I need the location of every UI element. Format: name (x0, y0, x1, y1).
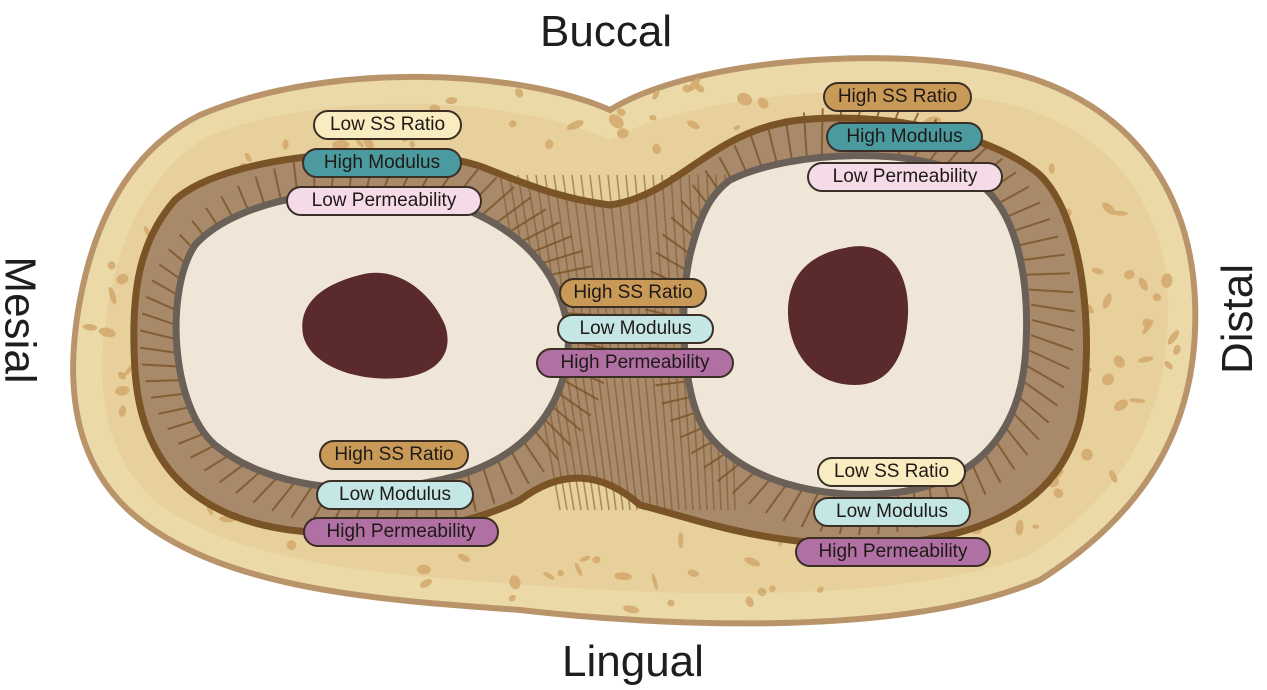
mesial-lingual-permeability-label: High Permeability (303, 517, 499, 547)
interradicular-ss-ratio-label: High SS Ratio (559, 278, 707, 308)
mesial-buccal-modulus-label: High Modulus (302, 148, 462, 178)
interradicular-permeability-label: High Permeability (536, 348, 734, 378)
mesial-buccal-permeability-label: Low Permeability (286, 186, 482, 216)
mesial-lingual-ss-ratio-label: High SS Ratio (319, 440, 469, 470)
buccal-label: Buccal (540, 10, 672, 54)
mesial-buccal-ss-ratio-label: Low SS Ratio (313, 110, 462, 140)
distal-lingual-permeability-label: High Permeability (795, 537, 991, 567)
lingual-label: Lingual (562, 640, 704, 684)
mesial-label: Mesial (0, 256, 42, 383)
mesial-lingual-modulus-label: Low Modulus (316, 480, 474, 510)
distal-buccal-ss-ratio-label: High SS Ratio (823, 82, 972, 112)
distal-buccal-permeability-label: Low Permeability (807, 162, 1003, 192)
interradicular-modulus-label: Low Modulus (557, 314, 714, 344)
distal-lingual-ss-ratio-label: Low SS Ratio (817, 457, 966, 487)
ligament-fiber (822, 108, 823, 154)
distal-lingual-modulus-label: Low Modulus (813, 497, 971, 527)
distal-label: Distal (1216, 264, 1260, 374)
distal-buccal-modulus-label: High Modulus (826, 122, 983, 152)
